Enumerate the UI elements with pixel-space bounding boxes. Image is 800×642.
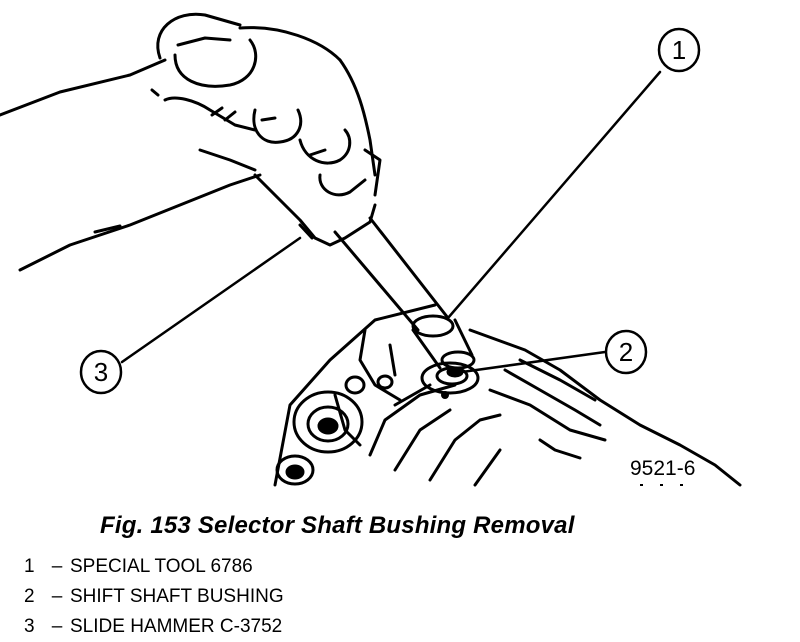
- leader-line-2: [460, 350, 607, 374]
- callout-1-label: 1: [672, 35, 686, 65]
- callout-3-label: 3: [94, 357, 108, 387]
- legend-item-text: SHIFT SHAFT BUSHING: [70, 586, 284, 607]
- figure-reference-code: 9521-6: [630, 457, 695, 480]
- figure-caption: Fig. 153 Selector Shaft Bushing Removal: [100, 512, 575, 539]
- legend-item-dash: –: [51, 586, 63, 607]
- leader-lines: [120, 70, 662, 374]
- leader-line-1: [446, 70, 662, 320]
- legend-item-number: 2: [24, 586, 35, 607]
- legend-item-dash: –: [51, 556, 63, 577]
- legend-item-text: SPECIAL TOOL 6786: [70, 556, 253, 577]
- legend-item: 1–SPECIAL TOOL 6786: [24, 552, 284, 582]
- legend-item-dash: –: [51, 616, 63, 637]
- callout-2-label: 2: [619, 337, 633, 367]
- housing-bolt-holes: [344, 374, 449, 399]
- legend-item-text: SLIDE HAMMER C-3752: [70, 616, 283, 637]
- legend-item: 2–SHIFT SHAFT BUSHING: [24, 582, 284, 612]
- hand-illustration: [0, 12, 382, 272]
- transmission-housing: [273, 303, 742, 487]
- legend-item-number: 1: [24, 556, 35, 577]
- housing-boss-small: [275, 454, 315, 486]
- callout-2: 2: [604, 329, 648, 375]
- callout-1: 1: [657, 27, 701, 73]
- legend-list: 1–SPECIAL TOOL 6786 2–SHIFT SHAFT BUSHIN…: [24, 552, 284, 642]
- callout-3: 3: [79, 349, 123, 395]
- reference-code-dots: [640, 484, 683, 486]
- slide-hammer-handle: [253, 173, 377, 247]
- special-tool-shaft: [333, 216, 476, 370]
- bushing-removal-illustration: 1 2 3 9521-6: [0, 12, 742, 487]
- housing-boss-large: [292, 390, 364, 454]
- legend-item-number: 3: [24, 616, 35, 637]
- legend-item: 3–SLIDE HAMMER C-3752: [24, 612, 284, 642]
- leader-line-3: [120, 236, 302, 364]
